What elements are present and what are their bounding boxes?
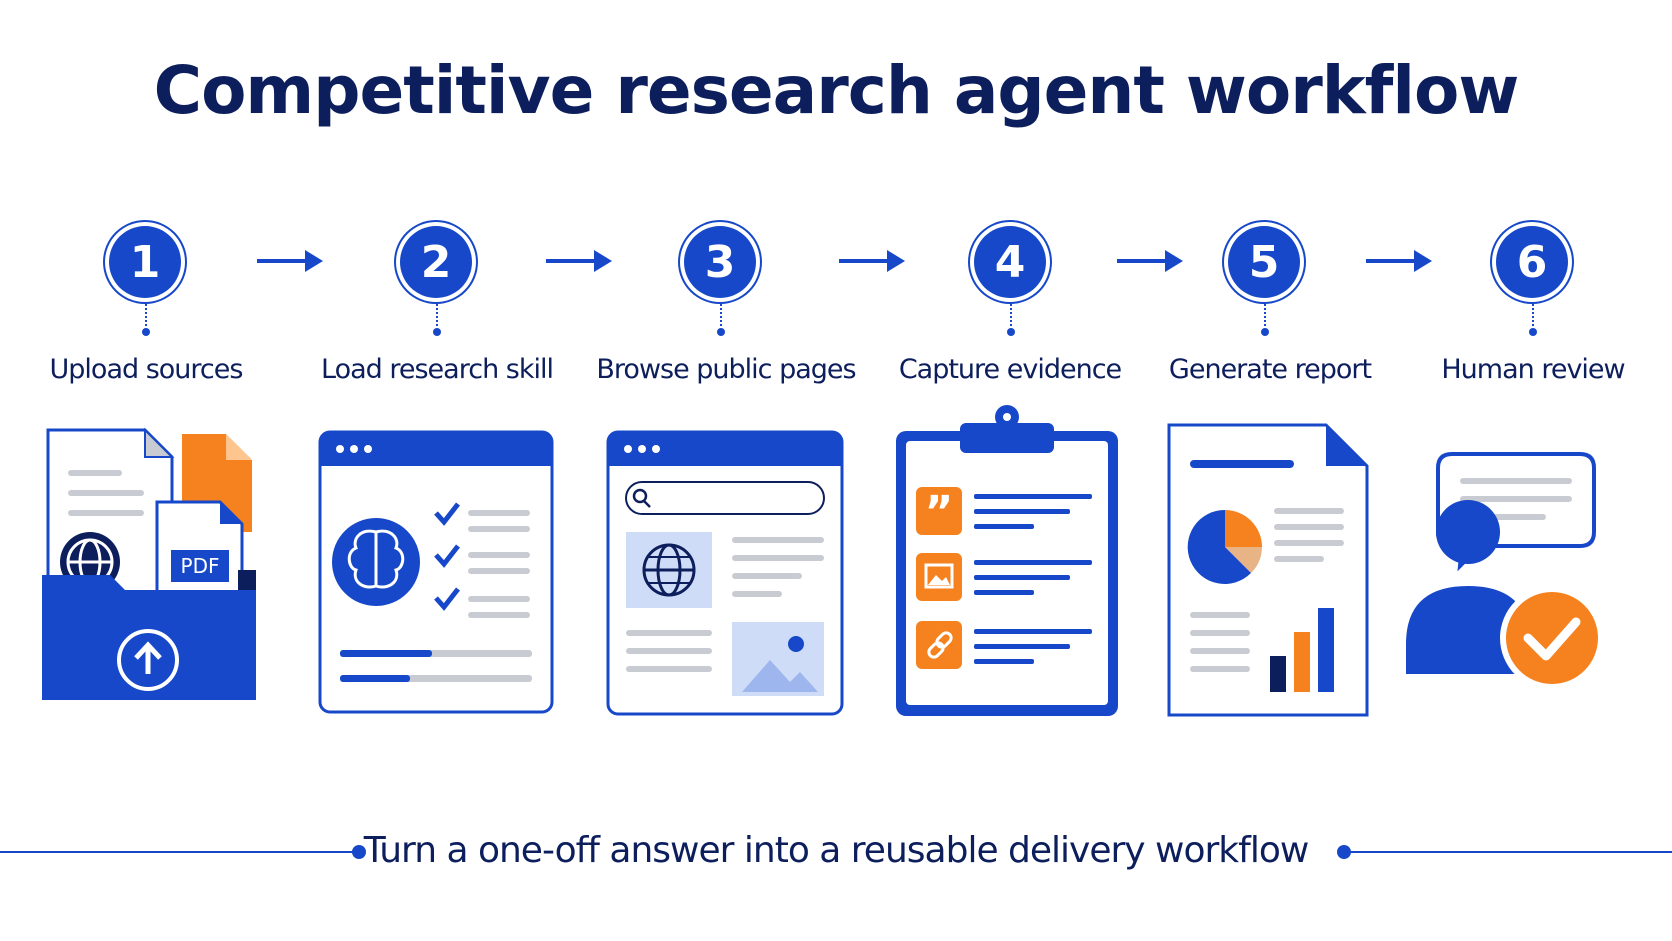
pdf-tag: PDF <box>171 550 229 582</box>
step-5-label: Generate report <box>1168 354 1372 385</box>
step-4-connector-dot <box>1007 328 1015 336</box>
step-6-connector <box>1532 304 1534 326</box>
step-4-label: Capture evidence <box>898 354 1122 385</box>
step-2-label: Load research skill <box>321 354 554 385</box>
browser-search-icon <box>606 430 844 716</box>
step-1-connector <box>145 304 147 326</box>
footer-tagline: Turn a one-off answer into a reusable de… <box>363 830 1310 871</box>
step-1-label: Upload sources <box>49 354 244 385</box>
step-3-number: 3 <box>684 226 756 298</box>
report-document-icon <box>1167 423 1369 717</box>
step-6-number: 6 <box>1496 226 1568 298</box>
arrow-right-icon <box>1366 250 1432 272</box>
brain-checklist-icon <box>318 430 554 714</box>
step-1-number: 1 <box>109 226 181 298</box>
clipboard-evidence-icon: ” <box>896 405 1118 716</box>
step-6-connector-dot <box>1529 328 1537 336</box>
footer-line-right <box>1344 851 1672 853</box>
step-5-number: 5 <box>1228 226 1300 298</box>
person-approve-icon <box>1406 452 1604 690</box>
footer-dot-left <box>352 845 366 859</box>
arrow-right-icon <box>257 250 323 272</box>
step-3-connector <box>720 304 722 326</box>
footer-line-left <box>0 851 358 853</box>
step-1-connector-dot <box>142 328 150 336</box>
folder-upload-icon <box>42 427 256 700</box>
footer-dot-right <box>1337 845 1351 859</box>
step-5-connector <box>1264 304 1266 326</box>
step-4-number: 4 <box>974 226 1046 298</box>
step-2-number: 2 <box>400 226 472 298</box>
arrow-right-icon <box>546 250 612 272</box>
arrow-right-icon <box>1117 250 1183 272</box>
step-6-label: Human review <box>1441 354 1625 385</box>
svg-text:”: ” <box>925 487 954 538</box>
arrow-right-icon <box>839 250 905 272</box>
page-title: Competitive research agent workflow <box>153 52 1520 129</box>
step-5-connector-dot <box>1261 328 1269 336</box>
step-3-connector-dot <box>717 328 725 336</box>
step-2-connector <box>436 304 438 326</box>
step-2-connector-dot <box>433 328 441 336</box>
step-4-connector <box>1010 304 1012 326</box>
step-3-label: Browse public pages <box>596 354 856 385</box>
